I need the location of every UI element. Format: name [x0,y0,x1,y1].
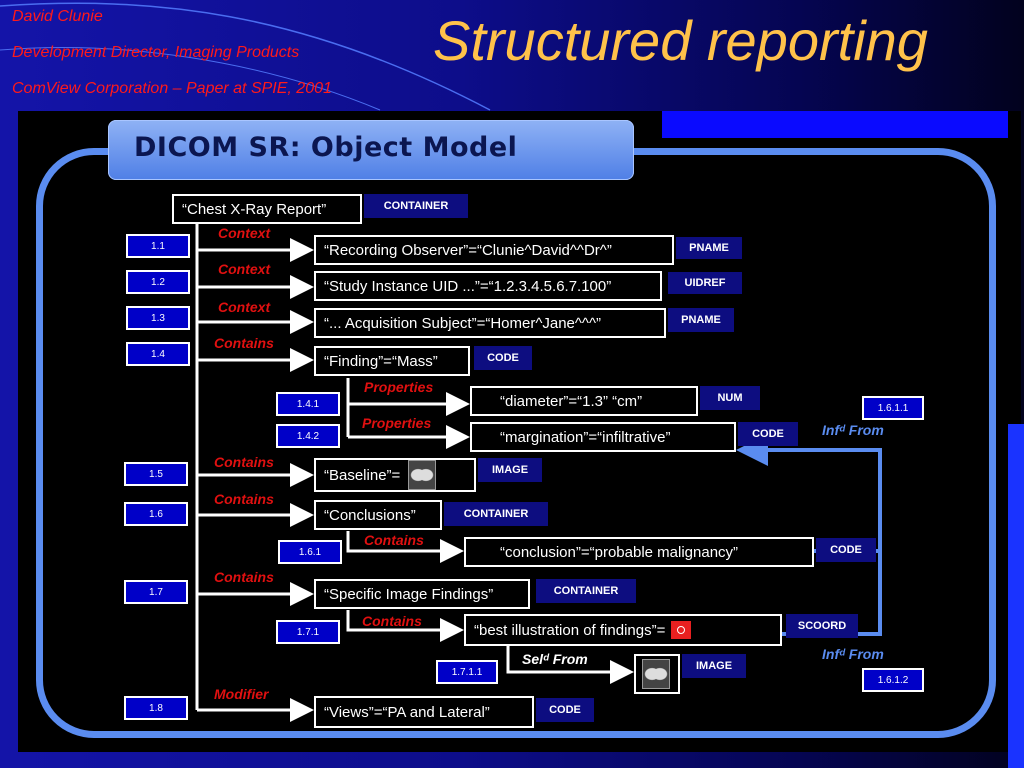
relation-selected-from: Selᵈ From [522,651,588,667]
author-organization: ComView Corporation – Paper at SPIE, 200… [12,80,332,97]
index-1-7: 1.7 [124,580,188,604]
index-1-5: 1.5 [124,462,188,486]
node-specific-image-findings: “Specific Image Findings” [314,579,530,609]
slide-title: Structured reporting [433,9,928,72]
relation-contains: Contains [214,335,274,351]
type-tag: IMAGE [478,458,542,482]
type-tag: CODE [474,346,532,370]
relation-modifier: Modifier [214,686,269,702]
index-1-4-1: 1.4.1 [276,392,340,416]
index-1-6-1-1: 1.6.1.1 [862,396,924,420]
relation-inferred-from: Infᵈ From [822,422,884,438]
type-tag: CONTAINER [444,502,548,526]
type-tag: PNAME [668,308,734,332]
node-acquisition-subject: “... Acquisition Subject”=“Homer^Jane^^^… [314,308,666,338]
chest-xray-thumbnail-icon [642,659,670,689]
node-margination: “margination”=“infiltrative” [470,422,736,452]
decorative-bar [662,111,1008,138]
node-conclusions: “Conclusions” [314,500,442,530]
relation-properties: Properties [364,379,434,395]
relation-context: Context [218,299,271,315]
node-recording-observer: “Recording Observer”=“Clunie^David^^Dr^” [314,235,674,265]
type-tag: CONTAINER [536,579,636,603]
node-conclusion: “conclusion”=“probable malignancy” [464,537,814,567]
diagram-header: DICOM SR: Object Model [108,120,634,180]
root-type-tag: CONTAINER [364,194,468,218]
node-baseline-label: “Baseline”= [324,466,401,484]
node-study-instance-uid: “Study Instance UID ...”=“1.2.3.4.5.6.7.… [314,271,662,301]
chest-xray-thumbnail-icon [408,460,437,490]
type-tag: UIDREF [668,272,742,294]
index-1-7-1-1: 1.7.1.1 [436,660,498,684]
node-best-illustration: “best illustration of findings”= [464,614,782,646]
index-1-3: 1.3 [126,306,190,330]
node-selected-image [634,654,680,694]
type-tag: CODE [536,698,594,722]
decorative-edge [1008,424,1024,768]
node-best-illustration-label: “best illustration of findings”= [474,621,666,639]
index-1-7-1: 1.7.1 [276,620,340,644]
index-1-8: 1.8 [124,696,188,720]
relation-contains: Contains [362,613,422,629]
relation-contains: Contains [214,569,274,585]
node-finding: “Finding”=“Mass” [314,346,470,376]
node-baseline: “Baseline”= [314,458,476,492]
author-name: David Clunie [12,8,103,25]
index-1-6-1: 1.6.1 [278,540,342,564]
type-tag: CODE [816,538,876,562]
type-tag: SCOORD [786,614,858,638]
index-1-1: 1.1 [126,234,190,258]
relation-contains: Contains [214,491,274,507]
type-tag: IMAGE [682,654,746,678]
index-1-6-1-2: 1.6.1.2 [862,668,924,692]
relation-context: Context [218,261,271,277]
index-1-4-2: 1.4.2 [276,424,340,448]
type-tag: NUM [700,386,760,410]
author-role: Development Director, Imaging Products [12,44,300,61]
node-diameter: “diameter”=“1.3” “cm” [470,386,698,416]
roi-marker-icon [671,621,692,639]
decorative-swoosh [0,2,491,111]
node-views: “Views”=“PA and Lateral” [314,696,534,728]
relation-contains: Contains [364,532,424,548]
relation-properties: Properties [362,415,432,431]
type-tag: PNAME [676,237,742,259]
index-1-2: 1.2 [126,270,190,294]
index-1-6: 1.6 [124,502,188,526]
index-1-4: 1.4 [126,342,190,366]
diagram-header-label: DICOM SR: Object Model [134,132,518,163]
relation-context: Context [218,225,271,241]
root-container-node: “Chest X-Ray Report” [172,194,362,224]
type-tag: CODE [738,422,798,446]
relation-contains: Contains [214,454,274,470]
relation-inferred-from: Infᵈ From [822,646,884,662]
